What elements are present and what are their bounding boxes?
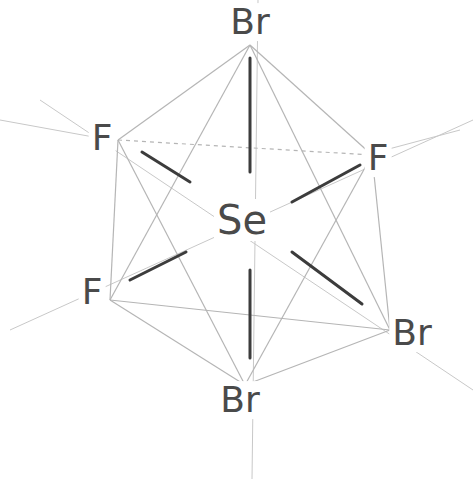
atom-label: F [365,139,392,177]
bond-lines [130,58,362,358]
atom-label: Br [227,3,273,41]
atom-label: Br [389,314,435,352]
atom-label: Br [217,381,263,419]
atom-label: Se [214,199,270,241]
octahedron-edges [110,45,390,385]
atom-label: F [79,273,106,311]
atom-label: F [89,119,116,157]
